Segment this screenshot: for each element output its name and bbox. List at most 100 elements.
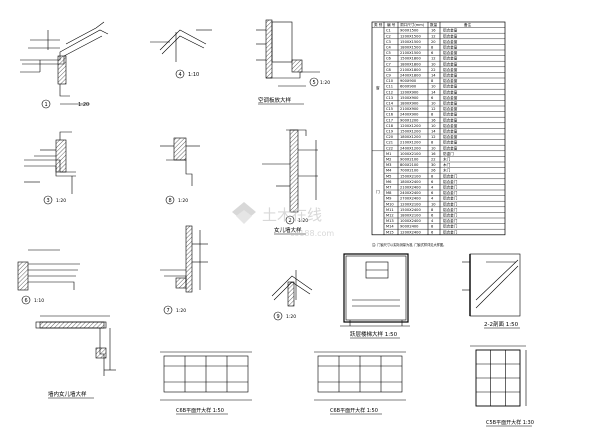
detail-8-column: 8 1:20 <box>160 137 200 205</box>
stair-plan: 跃层楼梯大样 1:50 <box>340 253 410 339</box>
schedule-cell: 22 <box>431 158 436 162</box>
detail-2-scale: 1:20 <box>298 218 308 224</box>
schedule-cell: C6 <box>386 57 392 61</box>
schedule-cell: 铝合金窗 <box>443 95 458 100</box>
schedule-cell: 6 <box>431 96 434 100</box>
schedule-cell: 2100X900 <box>400 107 419 111</box>
detail-8-scale: 1:20 <box>178 198 188 204</box>
schedule-cell: 1500X2100 <box>400 174 421 178</box>
detail-3-eave: 3 1:20 <box>24 131 76 205</box>
detail-9-mark-circle <box>273 311 283 321</box>
schedule-cell: 8 <box>431 208 434 212</box>
schedule-cell: 木门 <box>443 157 451 162</box>
detail-6-mark: 6 <box>25 298 28 304</box>
parapet-title: 女儿墙大样 <box>274 226 302 234</box>
schedule-header: 编 号 <box>387 22 396 27</box>
detail-2-mark: 2 <box>289 218 292 224</box>
schedule-cell: 1200X1500 <box>400 34 421 38</box>
schedule-cell: M13 <box>386 219 394 223</box>
detail-3-scale: 1:20 <box>56 198 66 204</box>
schedule-cell: 铝合金窗 <box>443 123 458 128</box>
schedule-cell: C15 <box>386 107 393 111</box>
detail-7-mark-circle <box>163 305 173 315</box>
schedule-cell: 16 <box>431 152 436 156</box>
schedule-cell: 2400X1200 <box>400 146 421 150</box>
schedule-cell: 铝合金门 <box>443 207 458 212</box>
schedule-cell: 铝合金窗 <box>443 84 458 89</box>
schedule-cell: 10 <box>431 85 436 89</box>
schedule-cell: 铝合金窗 <box>443 39 458 44</box>
schedule-cell: 8 <box>431 113 434 117</box>
schedule-cell: 铝合金窗 <box>443 78 458 83</box>
schedule-cell: 12 <box>431 34 436 38</box>
schedule-cell: 6 <box>431 230 434 234</box>
schedule-cell: M14 <box>386 225 394 229</box>
schedule-cell: 铝合金门 <box>443 196 458 201</box>
schedule-header: 备注 <box>464 22 472 27</box>
schedule-cell: 铝合金窗 <box>443 112 458 117</box>
schedule-cell: 12 <box>431 135 436 139</box>
window-elevation-2-title: C6B平面开大样 1:50 <box>330 407 378 414</box>
detail-1-roof-eave: 1 1:20 <box>20 21 109 109</box>
schedule-cell: 1000X2100 <box>400 152 421 156</box>
schedule-cell: 铝合金门 <box>443 229 458 234</box>
schedule-cell: 铝合金门 <box>443 190 458 195</box>
schedule-cell: C14 <box>386 102 394 106</box>
schedule-cell: 铝合金窗 <box>443 67 458 72</box>
schedule-cell: C20 <box>386 135 394 139</box>
schedule-cell: 8 <box>431 79 434 83</box>
schedule-cell: M4 <box>386 169 392 173</box>
schedule-cell: C21 <box>386 141 393 145</box>
ac-detail-title: 空调板放大样 <box>258 96 292 104</box>
schedule-cell: 900X2100 <box>400 158 419 162</box>
schedule-cell: 1800X1500 <box>400 46 421 50</box>
schedule-cell: 16 <box>431 118 436 122</box>
schedule-cell: 2100X2400 <box>400 186 421 190</box>
schedule-header: 数量 <box>430 22 438 27</box>
schedule-cell: C18 <box>386 124 394 128</box>
detail-5-mark: 5 <box>313 80 316 86</box>
schedule-cell: C11 <box>386 85 393 89</box>
detail-3-mark: 3 <box>47 198 50 204</box>
detail-6-retaining: 6 1:10 <box>17 249 80 305</box>
window-elevation-1-title: C6B平面开大样 1:50 <box>176 407 224 414</box>
schedule-cell: 10 <box>431 146 436 150</box>
schedule-cell: 6 <box>431 51 434 55</box>
schedule-cell: 1800X2400 <box>400 180 421 184</box>
schedule-cell: 900X2400 <box>400 225 419 229</box>
schedule-cell: 2400X1800 <box>400 74 421 78</box>
detail-7-mark: 7 <box>167 308 170 314</box>
window-elevation-3-title: C5B平面开大样 1:30 <box>486 419 534 426</box>
schedule-cell: M3 <box>386 163 391 167</box>
detail-3-mark-circle <box>43 195 53 205</box>
schedule-cell: 4 <box>431 186 434 190</box>
schedule-cell: 16 <box>431 29 436 33</box>
schedule-cell: 铝合金门 <box>443 224 458 229</box>
table-note: 注: 门窗尺寸以实际测量为准, 门窗式样详见大样图。 <box>372 242 446 247</box>
schedule-cell: 1800X1200 <box>400 135 421 139</box>
schedule-cell: M6 <box>386 180 392 184</box>
schedule-cell: 2400X900 <box>400 113 419 117</box>
schedule-cell: 铝合金窗 <box>443 33 458 38</box>
inner-parapet-title: 墙内女儿墙大样 <box>48 390 87 398</box>
detail-7-balcony: 7 1:20 <box>160 225 208 315</box>
schedule-cell: C3 <box>386 40 391 44</box>
schedule-cell: C2 <box>386 34 391 38</box>
schedule-cell: 4 <box>431 219 434 223</box>
schedule-cell: C17 <box>386 118 393 122</box>
schedule-header: 洞口尺寸(mm) <box>400 22 425 27</box>
schedule-cell: 铝合金窗 <box>443 106 458 111</box>
detail-6-scale: 1:10 <box>34 298 44 304</box>
schedule-cell: 1800X2100 <box>400 214 421 218</box>
schedule-group-door: 门 <box>376 189 380 194</box>
schedule-cell: 1500X900 <box>400 96 419 100</box>
schedule-cell: 铝合金门 <box>443 173 458 178</box>
schedule-cell: 铝合金窗 <box>443 140 458 145</box>
schedule-cell: M11 <box>386 208 394 212</box>
detail-4-scale: 1:10 <box>188 72 199 78</box>
watermark: 土木在线 co188.com <box>232 202 334 238</box>
schedule-cell: M2 <box>386 158 391 162</box>
schedule-cell: 铝合金窗 <box>443 117 458 122</box>
schedule-cell: 1200X2100 <box>400 202 421 206</box>
